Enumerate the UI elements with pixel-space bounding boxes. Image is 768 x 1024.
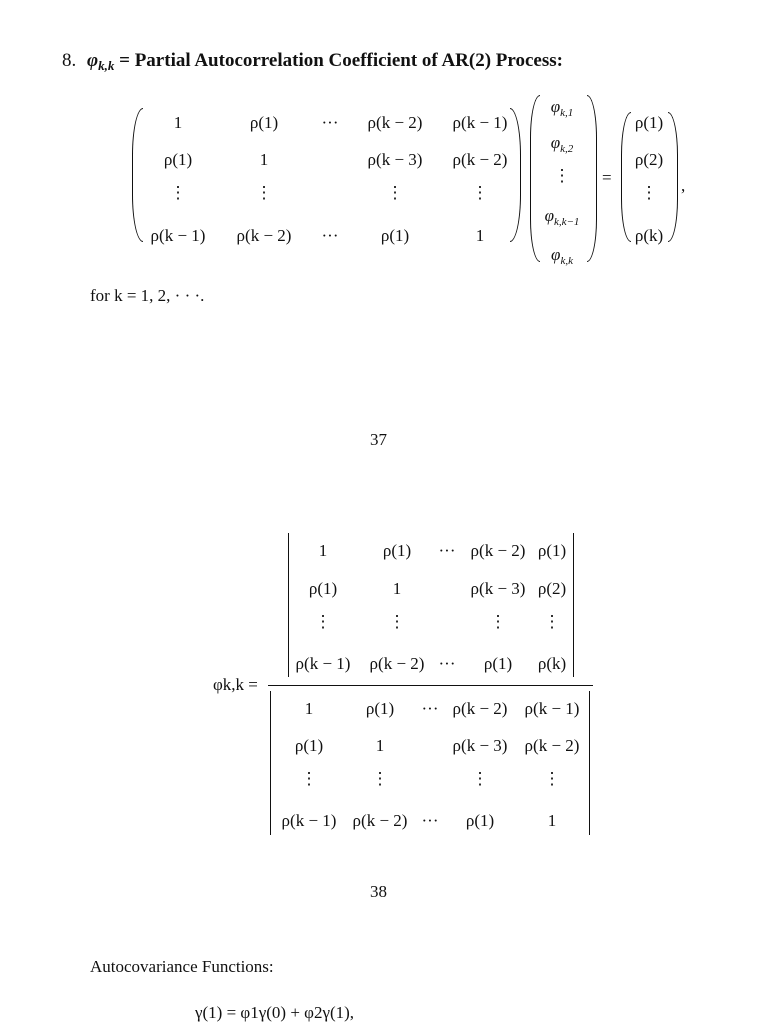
numerator-cell: ρ(k − 1) — [295, 654, 351, 673]
phi-vector-right-paren — [587, 95, 597, 262]
denominator-cell: ρ(1) — [365, 699, 395, 718]
matrix-cell: 1 — [173, 113, 183, 132]
matrix-right-paren — [510, 108, 521, 242]
numerator-cell: ρ(1) — [537, 541, 567, 560]
matrix-cell: ρ(1) — [163, 150, 193, 169]
denominator-cell: ρ(k − 1) — [281, 811, 337, 830]
numerator-cell: ρ(2) — [537, 579, 567, 598]
matrix-cell: ρ(k − 1) — [150, 226, 206, 245]
matrix-cell: ρ(k − 2) — [236, 226, 292, 245]
autocovariance-equation: γ(1) = φ1γ(0) + φ2γ(1), — [195, 1003, 355, 1022]
determinant-lhs: φk,k = — [213, 675, 258, 694]
page-number: 38 — [370, 882, 387, 901]
rho-vector-entry: ρ(1) — [634, 113, 664, 132]
numerator-cell: ⋮ — [388, 612, 406, 631]
matrix-cell: ρ(k − 2) — [452, 150, 508, 169]
denominator-cell: ρ(k − 2) — [524, 736, 580, 755]
denominator-cell: ··· — [421, 811, 439, 830]
matrix-cell: ⋮ — [169, 183, 187, 202]
fraction-line — [268, 685, 593, 686]
numerator-left-bar — [288, 533, 289, 677]
denominator-cell: ρ(1) — [294, 736, 324, 755]
denominator-cell: ρ(1) — [465, 811, 495, 830]
page-number: 37 — [370, 430, 387, 449]
for-clause: for k = 1, 2, · · ·. — [90, 286, 205, 305]
matrix-cell: ··· — [321, 113, 339, 132]
matrix-cell: ⋮ — [471, 183, 489, 202]
matrix-cell: ··· — [321, 226, 339, 245]
equals-sign: = — [602, 168, 612, 187]
matrix-cell: ρ(k − 3) — [367, 150, 423, 169]
numerator-cell: ρ(k − 3) — [470, 579, 526, 598]
numerator-cell: 1 — [318, 541, 328, 560]
matrix-cell: ρ(k − 1) — [452, 113, 508, 132]
numerator-cell: ρ(k) — [537, 654, 567, 673]
phi-vector-entry: φk,1 — [550, 97, 574, 119]
rho-vector-left-paren — [621, 112, 631, 242]
denominator-cell: 1 — [547, 811, 557, 830]
phi-vector-left-paren — [530, 95, 540, 262]
denominator-cell: ⋮ — [543, 769, 561, 788]
denominator-cell: 1 — [375, 736, 385, 755]
denominator-cell: ρ(k − 3) — [452, 736, 508, 755]
phi-vector-entry: φk,k — [551, 245, 573, 267]
denominator-cell: 1 — [304, 699, 314, 718]
numerator-cell: ⋮ — [314, 612, 332, 631]
denominator-cell: ρ(k − 2) — [452, 699, 508, 718]
section-heading: 8. φk,k = Partial Autocorrelation Coeffi… — [62, 50, 563, 74]
numerator-cell: ⋮ — [489, 612, 507, 631]
numerator-cell: ρ(1) — [308, 579, 338, 598]
denominator-cell: ⋮ — [371, 769, 389, 788]
matrix-cell: ⋮ — [255, 183, 273, 202]
trailing-comma: , — [681, 176, 686, 195]
matrix-cell: 1 — [475, 226, 485, 245]
phi-subscript: k,k — [98, 58, 115, 73]
numerator-right-bar — [573, 533, 574, 677]
phi-vector-entry: φk,2 — [550, 133, 574, 155]
denominator-cell: ⋮ — [471, 769, 489, 788]
rho-vector-right-paren — [668, 112, 678, 242]
denominator-cell: ρ(k − 2) — [352, 811, 408, 830]
denominator-cell: ··· — [421, 699, 439, 718]
matrix-cell: 1 — [259, 150, 269, 169]
matrix-cell: ρ(1) — [249, 113, 279, 132]
matrix-cell: ρ(k − 2) — [367, 113, 423, 132]
numerator-cell: ρ(k − 2) — [369, 654, 425, 673]
rho-vector-entry: ρ(k) — [634, 226, 664, 245]
numerator-cell: ρ(k − 2) — [470, 541, 526, 560]
rho-vector-entry: ρ(2) — [634, 150, 664, 169]
numerator-cell: ··· — [438, 541, 456, 560]
numerator-cell: ρ(1) — [483, 654, 513, 673]
autocovariance-heading: Autocovariance Functions: — [90, 957, 274, 976]
matrix-cell: ⋮ — [386, 183, 404, 202]
section-number: 8. — [62, 50, 77, 71]
matrix-cell: ρ(1) — [380, 226, 410, 245]
section-title: = Partial Autocorrelation Coefficient of… — [119, 50, 563, 71]
denominator-left-bar — [270, 691, 271, 835]
phi-vector-entry: ⋮ — [553, 166, 571, 185]
numerator-cell: 1 — [392, 579, 402, 598]
denominator-cell: ρ(k − 1) — [524, 699, 580, 718]
phi-vector-entry: φk,k−1 — [544, 206, 580, 228]
numerator-cell: ⋮ — [543, 612, 561, 631]
numerator-cell: ρ(1) — [382, 541, 412, 560]
numerator-cell: ··· — [438, 654, 456, 673]
denominator-right-bar — [589, 691, 590, 835]
denominator-cell: ⋮ — [300, 769, 318, 788]
phi-symbol: φ — [87, 50, 99, 71]
matrix-left-paren — [132, 108, 143, 242]
rho-vector-entry: ⋮ — [640, 183, 658, 202]
